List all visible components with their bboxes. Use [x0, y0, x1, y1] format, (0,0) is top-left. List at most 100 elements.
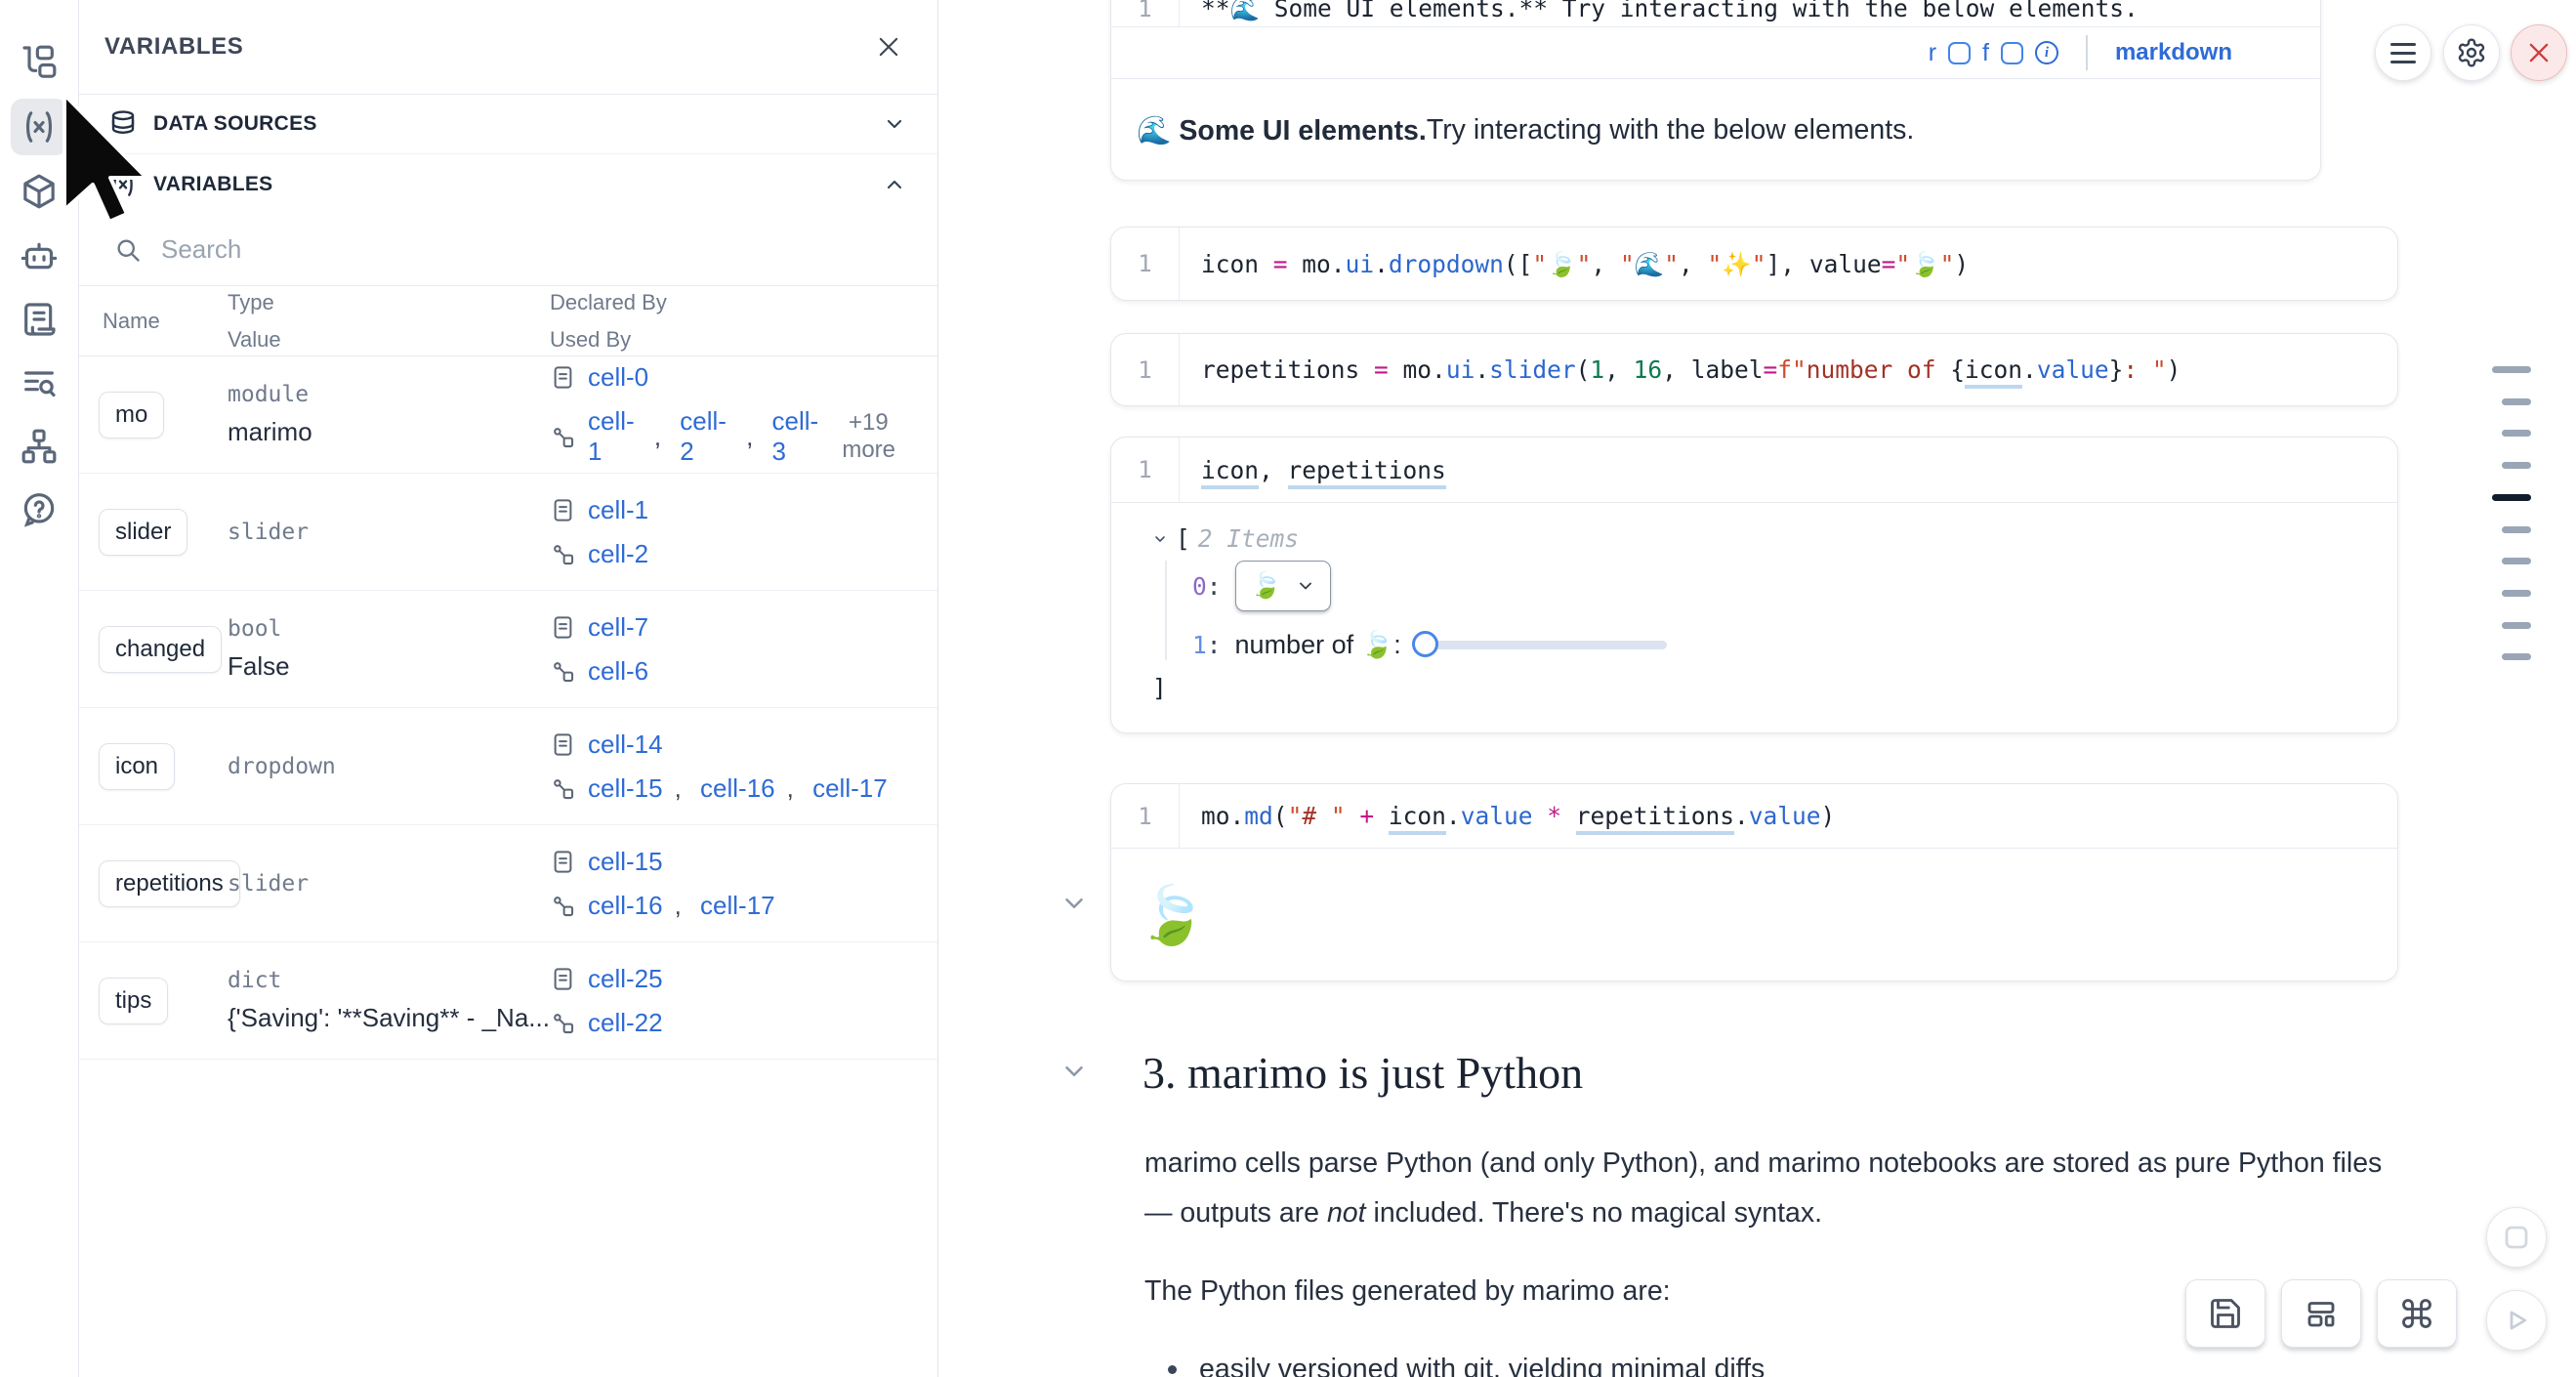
- panel-close-button[interactable]: [875, 33, 902, 61]
- search-logs-icon: [24, 371, 56, 397]
- cell-link[interactable]: cell-17: [812, 772, 888, 803]
- cell-link[interactable]: cell-6: [588, 655, 649, 686]
- file-tree-icon: [22, 45, 57, 78]
- save-icon: [2211, 1299, 2240, 1328]
- items-count-label: 2 Items: [1197, 524, 1300, 553]
- shutdown-button[interactable]: [2511, 24, 2567, 81]
- minimap-marker[interactable]: [2492, 366, 2531, 373]
- slider-thumb[interactable]: [1411, 631, 1438, 657]
- package-button[interactable]: [11, 163, 67, 220]
- file-tree-button[interactable]: [11, 34, 67, 91]
- code-cell-md[interactable]: 1 mo.md("# " + icon.value * repetitions.…: [1110, 783, 2398, 981]
- used-by-icon: [550, 775, 576, 802]
- minimap-marker[interactable]: [2502, 558, 2531, 564]
- minimap-marker[interactable]: [2502, 526, 2531, 533]
- minimap-marker[interactable]: [2502, 622, 2531, 629]
- minimap-marker[interactable]: [2502, 653, 2531, 660]
- declared-by-icon: [550, 614, 576, 641]
- slider-widget[interactable]: [1411, 631, 1667, 658]
- cell-link[interactable]: cell-1: [588, 494, 649, 524]
- section-collapse-icon[interactable]: [1059, 1057, 1089, 1086]
- settings-button[interactable]: [2443, 24, 2500, 81]
- run-button[interactable]: [2486, 1290, 2547, 1351]
- header-declared-by: Declared By: [550, 289, 667, 314]
- cell-link[interactable]: cell-3: [771, 406, 819, 466]
- variable-name-badge[interactable]: repetitions: [99, 859, 240, 907]
- cell-link[interactable]: cell-15: [588, 846, 663, 876]
- menu-button[interactable]: [2375, 24, 2431, 81]
- cell-link[interactable]: cell-7: [588, 611, 649, 642]
- code-line[interactable]: icon = mo.ui.dropdown(["🍃", "🌊", "✨"], v…: [1201, 249, 1970, 278]
- variable-value: {'Saving': '**Saving** - _Na...: [228, 1003, 550, 1032]
- code-line[interactable]: mo.md("# " + icon.value * repetitions.va…: [1180, 802, 1835, 835]
- variable-name-badge[interactable]: tips: [99, 977, 169, 1024]
- variable-type: slider: [228, 870, 310, 897]
- markdown-editor[interactable]: 1 **🌊 Some UI elements.** Try interactin…: [1111, 0, 2320, 27]
- code-line[interactable]: icon, repetitions: [1180, 455, 1446, 489]
- section-data-sources[interactable]: DATA SOURCES: [79, 95, 937, 154]
- language-mode-label[interactable]: markdown: [2114, 39, 2232, 65]
- cell-collapse-icon[interactable]: [1059, 889, 1089, 918]
- cell-toolbar: r f i markdown: [1111, 27, 2320, 79]
- tree-collapse-icon[interactable]: [1152, 531, 1168, 547]
- used-by-icon: [550, 893, 576, 919]
- variable-type: dropdown: [228, 753, 336, 779]
- variable-type: slider: [228, 519, 310, 545]
- header-name: Name: [103, 308, 160, 333]
- cell-link[interactable]: cell-1: [588, 406, 635, 466]
- line-number: 1: [1111, 438, 1180, 502]
- cell-link[interactable]: cell-16: [700, 772, 775, 803]
- variable-name-badge[interactable]: slider: [99, 508, 188, 556]
- section-variables[interactable]: VARIABLES: [79, 154, 937, 214]
- cell-link[interactable]: cell-15: [588, 772, 663, 803]
- keyboard-shortcuts-button[interactable]: [2377, 1279, 2457, 1348]
- layout-select-button[interactable]: [2281, 1279, 2361, 1348]
- scroll-logs-button[interactable]: [11, 291, 67, 348]
- help-button[interactable]: [11, 481, 67, 538]
- markdown-source[interactable]: **🌊 Some UI elements.** Try interacting …: [1201, 0, 2139, 22]
- info-icon[interactable]: i: [2034, 41, 2058, 64]
- minimap-marker[interactable]: [2502, 462, 2531, 469]
- cell-link[interactable]: cell-17: [700, 890, 775, 920]
- variable-type: bool: [228, 616, 282, 642]
- toolbar-checkbox-2[interactable]: [2000, 41, 2023, 64]
- cell-link[interactable]: cell-0: [588, 362, 649, 392]
- minimap-marker[interactable]: [2502, 430, 2531, 437]
- scratchpad-button[interactable]: [2486, 1207, 2547, 1268]
- code-line[interactable]: repetitions = mo.ui.slider(1, 16, label=…: [1180, 355, 2181, 389]
- bracket-close: ]: [1152, 674, 1167, 702]
- toolbar-checkbox-1[interactable]: [1948, 41, 1972, 64]
- minimap-marker[interactable]: [2502, 590, 2531, 597]
- cell-link[interactable]: cell-25: [588, 963, 663, 993]
- gear-icon: [2458, 38, 2485, 67]
- cell-link[interactable]: cell-16: [588, 890, 663, 920]
- ai-bot-button[interactable]: [11, 228, 67, 284]
- variables-button[interactable]: [11, 99, 67, 155]
- variable-name-badge[interactable]: mo: [99, 391, 165, 438]
- variable-name-badge[interactable]: icon: [99, 742, 176, 790]
- cell-link[interactable]: cell-14: [588, 729, 663, 759]
- dependency-graph-button[interactable]: [11, 418, 67, 475]
- cell-link[interactable]: cell-22: [588, 1007, 663, 1037]
- save-button[interactable]: [2185, 1279, 2265, 1348]
- cell-link[interactable]: cell-2: [680, 406, 727, 466]
- slider-track[interactable]: [1414, 641, 1667, 649]
- code-cell-slider[interactable]: 1 repetitions = mo.ui.slider(1, 16, labe…: [1110, 333, 2398, 406]
- minimap-marker[interactable]: [2502, 398, 2531, 405]
- variable-name-badge[interactable]: changed: [99, 625, 223, 673]
- minimap-marker-active[interactable]: [2492, 494, 2531, 501]
- line-number: 1: [1111, 784, 1180, 848]
- markdown-cell[interactable]: 1 **🌊 Some UI elements.** Try interactin…: [1110, 0, 2321, 181]
- code-cell-tuple[interactable]: 1 icon, repetitions [ 2 Items 0: 🍃 1:: [1110, 437, 2398, 733]
- code-cell-dropdown[interactable]: 1 icon = mo.ui.dropdown(["🍃", "🌊", "✨"],…: [1110, 227, 2398, 301]
- more-cells-link[interactable]: +19 more: [842, 409, 896, 463]
- cell-link[interactable]: cell-2: [588, 538, 649, 568]
- header-value: Value: [228, 326, 281, 352]
- variables-search-input[interactable]: [161, 234, 908, 265]
- dropdown-widget[interactable]: 🍃: [1234, 561, 1331, 611]
- panel-title: VARIABLES: [104, 33, 244, 60]
- search-logs-button[interactable]: [11, 355, 67, 411]
